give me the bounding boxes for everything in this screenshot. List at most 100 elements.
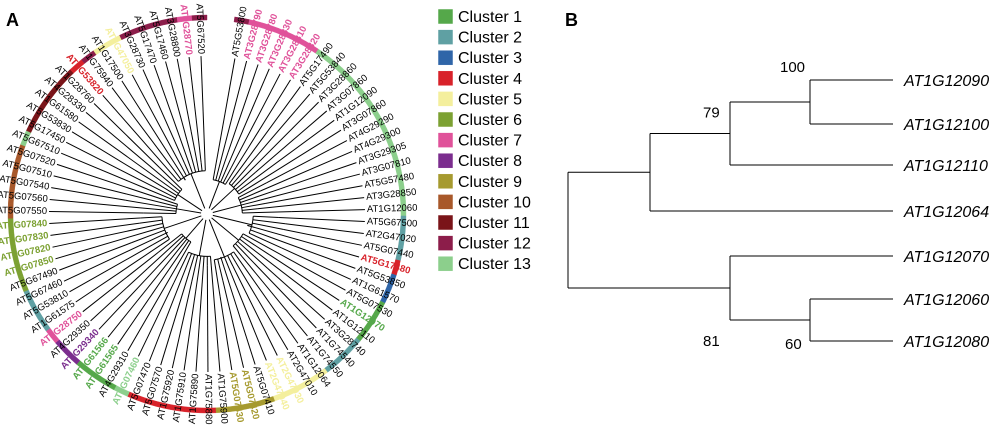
clade-link [250, 229, 272, 238]
rectangular-phylogenetic-tree: AT1G12090AT1G12100AT1G12110AT1G12064AT1G… [567, 59, 989, 353]
legend-label-6: Cluster 6 [458, 112, 522, 129]
clade-link [165, 232, 168, 234]
rect-leaf-label: AT1G12070 [903, 249, 989, 266]
clade-link [139, 219, 163, 224]
legend-swatch-1 [437, 8, 454, 25]
bootstrap-value: 79 [703, 105, 720, 122]
leaf-branch [71, 131, 136, 171]
clade-stem [212, 204, 242, 213]
legend-swatch-12 [437, 235, 454, 251]
leaf-branch [82, 251, 159, 313]
leaf-branch [280, 162, 357, 190]
leaf-branch [55, 228, 157, 260]
clade-stem [190, 173, 206, 209]
clade-link [235, 243, 241, 249]
cluster-color-ring [7, 14, 407, 414]
leaf-branch [183, 291, 197, 371]
leaf-branch [165, 61, 188, 140]
rectangular-tree-branches [567, 79, 893, 342]
clade-link [200, 162, 203, 171]
leaf-branch [69, 244, 154, 293]
clade-stem [185, 218, 204, 239]
panel-label-b: B [565, 10, 578, 30]
legend-label-10: Cluster 10 [458, 194, 531, 211]
bootstrap-value: 100 [780, 59, 805, 76]
clade-link [167, 193, 176, 199]
clade-link [213, 259, 221, 297]
clade-link [189, 166, 193, 174]
clade-link [201, 256, 205, 290]
clade-link [158, 166, 183, 190]
leaf-branch [102, 94, 168, 170]
clade-link [247, 224, 252, 228]
clade-link [181, 240, 190, 251]
rect-leaf-label: AT1G12080 [903, 334, 989, 351]
clade-link [233, 251, 246, 268]
clade-stem [211, 188, 235, 211]
leaf-branch [254, 110, 328, 173]
clade-link [232, 245, 243, 258]
clade-link [140, 186, 175, 201]
clade-link [209, 256, 212, 266]
leaf-branch [195, 288, 203, 372]
leaf-branch [63, 232, 168, 282]
leaf-branch [247, 224, 360, 258]
clade-link [242, 208, 258, 211]
clade-link [169, 241, 192, 278]
leaf-branch [210, 264, 221, 372]
leaf-branch [220, 256, 256, 365]
clade-link [125, 199, 177, 210]
clade-link [134, 169, 178, 197]
leaf-branch [247, 93, 311, 167]
clade-link [155, 226, 164, 230]
leaf-branch [267, 267, 326, 320]
clade-link [162, 176, 181, 192]
circular-leaf-label: AT3G28850 [366, 187, 417, 203]
clade-stem [177, 194, 203, 212]
leaf-branch [111, 87, 171, 166]
ring-segment [191, 14, 208, 21]
panel-label-a: A [6, 10, 19, 30]
clade-stem [198, 219, 207, 256]
leaf-branch [219, 296, 233, 371]
circular-leaf-label: AT5G07560 [0, 189, 48, 205]
clade-link [154, 208, 177, 212]
circular-leaf-label: AT5G67500 [367, 216, 418, 229]
leaf-branch [142, 69, 186, 164]
clade-link [152, 235, 168, 246]
legend-label-5: Cluster 5 [458, 91, 522, 108]
leaf-branch [188, 56, 202, 163]
leaf-branch [49, 217, 141, 224]
legend-label-12: Cluster 12 [458, 236, 531, 253]
rect-leaf-label: AT1G12100 [903, 117, 989, 134]
leaf-branch [283, 229, 362, 246]
leaf-branch [250, 237, 346, 291]
leaf-branch [250, 86, 301, 155]
legend-swatch-3 [437, 49, 454, 66]
leaf-branch [93, 103, 160, 168]
leaf-branch [206, 265, 209, 373]
bootstrap-value: 81 [703, 333, 720, 350]
clade-stem [164, 215, 202, 229]
leaf-branch [232, 265, 278, 356]
clade-link [169, 238, 188, 261]
leaf-branch [285, 223, 364, 234]
clade-link [242, 233, 252, 239]
clade-link [241, 202, 266, 209]
clade-stem [208, 219, 225, 258]
rectangular-tree-leaf-labels: AT1G12090AT1G12100AT1G12110AT1G12064AT1G… [903, 73, 989, 351]
clade-link [140, 216, 162, 219]
rect-leaf-label: AT1G12090 [903, 73, 989, 90]
rect-leaf-label: AT1G12110 [903, 158, 988, 175]
legend-swatch-4 [437, 70, 454, 87]
clade-link [172, 149, 187, 177]
legend-label-1: Cluster 1 [458, 9, 522, 26]
leaf-branch [127, 277, 171, 351]
clade-link [240, 188, 282, 203]
clade-stem [211, 217, 239, 241]
leaf-branch [281, 247, 352, 280]
leaf-branch [52, 225, 153, 248]
rect-leaf-label: AT1G12060 [903, 292, 989, 309]
clade-link [166, 168, 179, 182]
clade-link [248, 232, 282, 249]
